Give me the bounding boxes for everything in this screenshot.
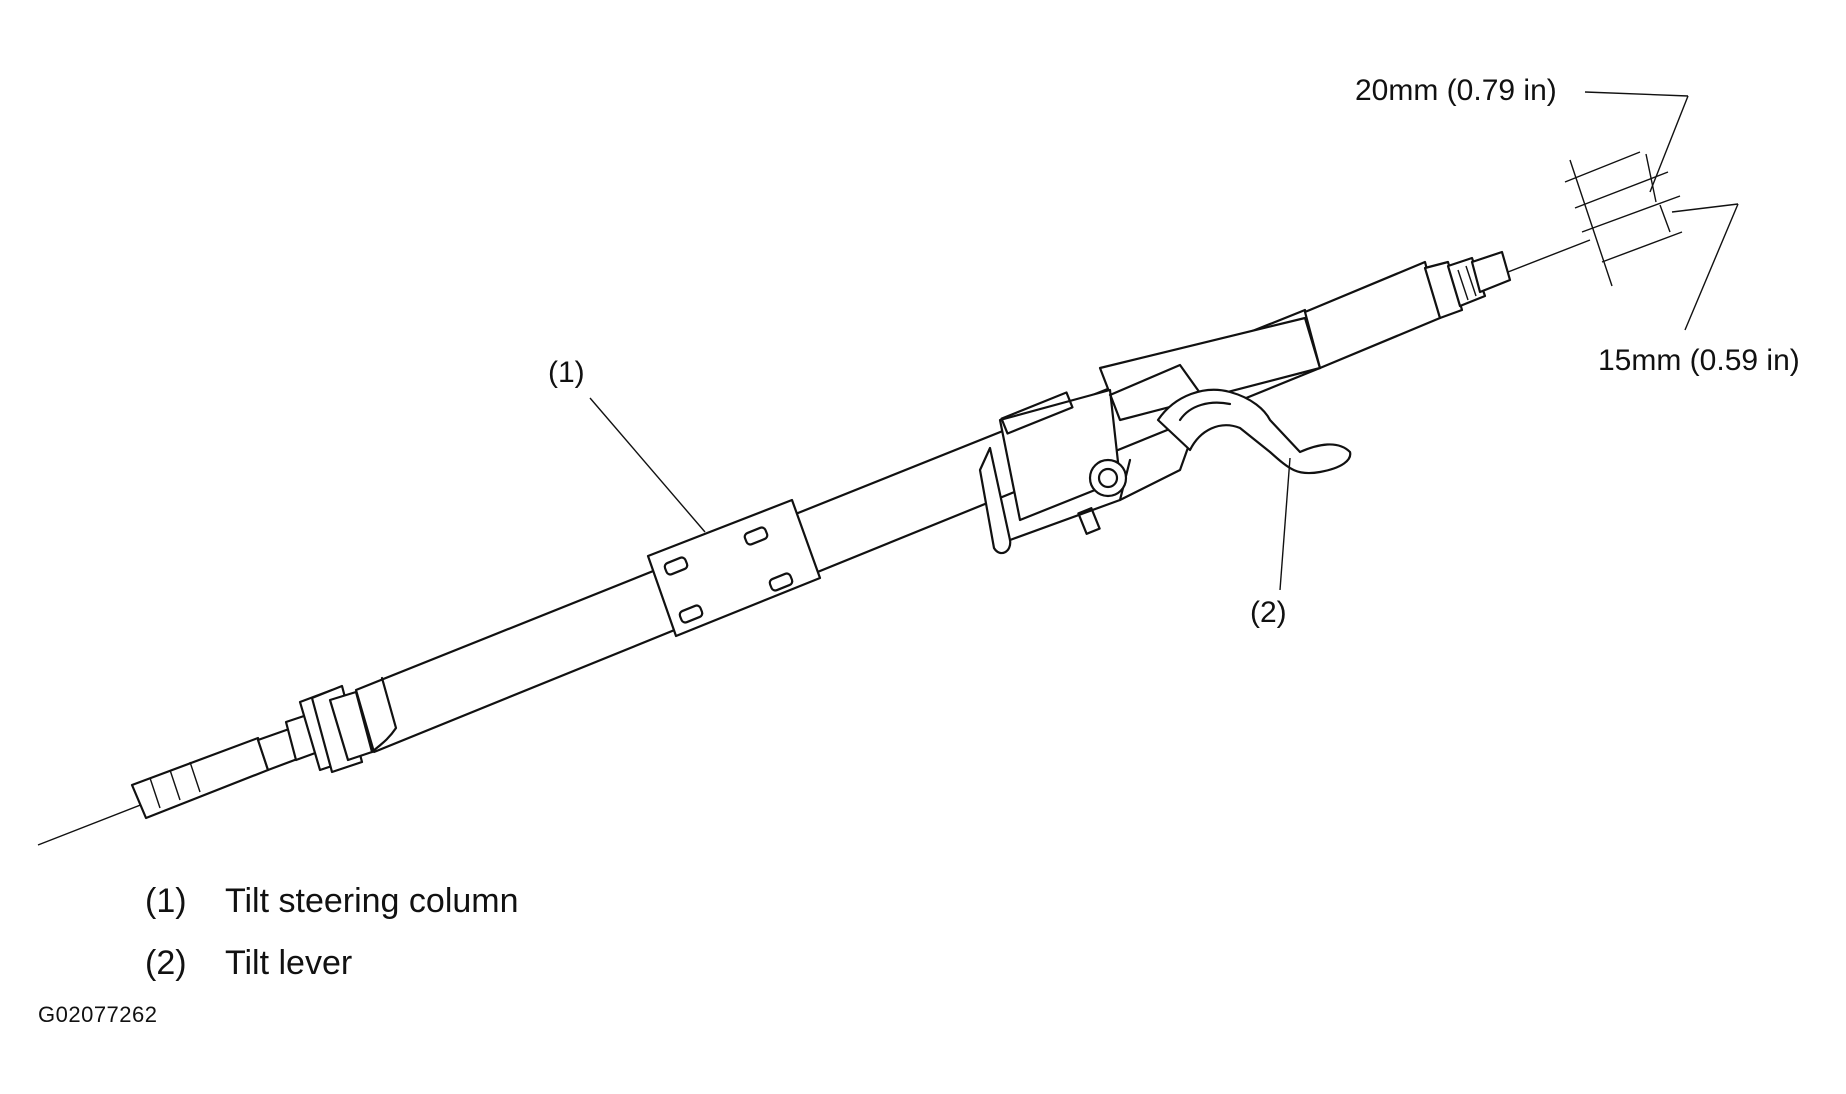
tilt-dimension <box>1564 91 1739 331</box>
callout-2-label: (2) <box>1250 596 1287 629</box>
legend-item-1: (1) Tilt steering column <box>145 870 519 932</box>
legend-item-2: (2) Tilt lever <box>145 932 519 994</box>
callout-1-leader <box>589 397 706 533</box>
legend-item-2-label: Tilt lever <box>225 944 353 982</box>
dimension-upper-label: 20mm (0.79 in) <box>1355 74 1557 107</box>
figure-code: G02077262 <box>38 1002 158 1027</box>
callout-2-leader <box>1279 457 1291 591</box>
lower-shaft-end <box>130 712 320 820</box>
lower-flange <box>298 684 374 774</box>
legend-item-2-number: (2) <box>145 944 187 982</box>
tilt-bracket <box>978 363 1207 555</box>
legend: (1) Tilt steering column (2) Tilt lever <box>145 870 519 994</box>
legend-item-1-number: (1) <box>145 882 187 920</box>
tilt-lever <box>1156 388 1352 475</box>
callout-1-label: (1) <box>548 356 585 389</box>
upper-tube <box>1098 250 1512 422</box>
legend-item-1-label: Tilt steering column <box>225 882 519 920</box>
dimension-lower-label: 15mm (0.59 in) <box>1598 344 1800 377</box>
clamp-band <box>646 498 822 638</box>
